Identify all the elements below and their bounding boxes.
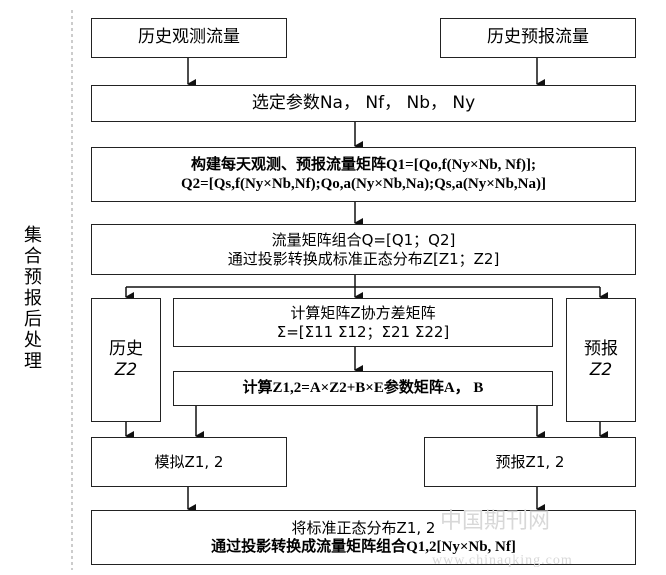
- watermark-url: www.chinaqking.com: [432, 553, 573, 568]
- box-forecast-z12: 预报Z1, 2: [424, 437, 636, 487]
- box-historical-z2: 历史 Z2: [91, 298, 161, 422]
- box-forecast-z2: 预报 Z2: [566, 298, 636, 422]
- box-historical-forecast-flow: 历史预报流量: [440, 18, 636, 58]
- box-calculate-parameters: 计算Z1,2=A×Z2+B×E参数矩阵A， B: [173, 371, 553, 406]
- box-select-parameters: 选定参数Na， Nf， Nb， Ny: [91, 85, 636, 122]
- watermark-cn: 中国期刊网: [440, 508, 551, 533]
- side-label-ensemble-postprocessing: 集合预报后处理: [24, 225, 42, 372]
- box-covariance-matrix: 计算矩阵Z协方差矩阵 Σ=[Σ11 Σ12；Σ21 Σ22]: [173, 298, 553, 347]
- box-build-flow-matrix: 构建每天观测、预报流量矩阵Q1=[Qo,f(Ny×Nb, Nf)]; Q2=[Q…: [91, 147, 636, 202]
- box-inverse-transform: 将标准正态分布Z1, 2 通过投影转换成流量矩阵组合Q1,2[Ny×Nb, Nf…: [91, 510, 636, 565]
- box-matrix-combination: 流量矩阵组合Q=[Q1；Q2] 通过投影转换成标准正态分布Z[Z1；Z2]: [91, 224, 636, 275]
- box-simulate-z12: 模拟Z1, 2: [91, 437, 287, 487]
- box-historical-observed-flow: 历史观测流量: [91, 18, 287, 58]
